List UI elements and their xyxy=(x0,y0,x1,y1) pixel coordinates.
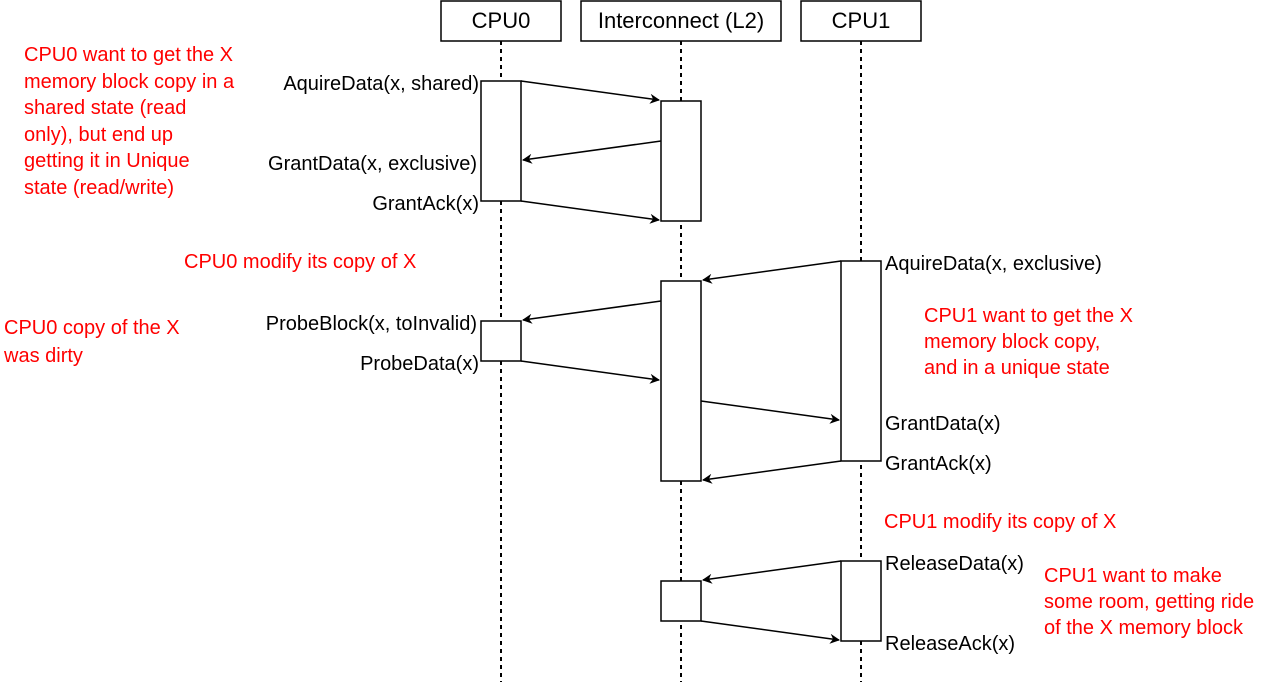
message-label-release-ack: ReleaseAck(x) xyxy=(885,633,1015,655)
note-cpu1-want-unique: CPU1 want to get the X memory block copy… xyxy=(924,305,1139,379)
note-cpu1-modify: CPU1 modify its copy of X xyxy=(884,511,1116,533)
note-line: CPU0 modify its copy of X xyxy=(184,251,416,273)
note-line: and in a unique state xyxy=(924,357,1110,379)
note-line: memory block copy, xyxy=(924,331,1100,353)
note-line: memory block copy in a xyxy=(24,71,235,93)
message-label-grant-ack-2: GrantAck(x) xyxy=(885,453,992,475)
activation-cpu1-1 xyxy=(840,260,882,462)
message-label-grant-data: GrantData(x) xyxy=(885,413,1001,435)
arrow-grant-ack-2 xyxy=(702,460,842,484)
activation-cpu0-1 xyxy=(480,80,522,202)
note-cpu0-want-shared: CPU0 want to get the X memory block copy… xyxy=(24,44,240,199)
activation-l2-3 xyxy=(660,580,702,622)
participant-l2-label: Interconnect (L2) xyxy=(598,8,764,33)
message-label-grant-data-exclusive: GrantData(x, exclusive) xyxy=(268,153,477,175)
note-line: getting it in Unique xyxy=(24,150,190,172)
message-label-probe-data: ProbeData(x) xyxy=(360,353,479,375)
arrow-grant-ack-1 xyxy=(520,200,660,224)
participant-cpu0: CPU0 xyxy=(440,0,562,42)
note-cpu1-release: CPU1 want to make some room, getting rid… xyxy=(1044,565,1260,639)
note-line: CPU1 want to make xyxy=(1044,565,1222,587)
arrow-probe-block xyxy=(522,300,662,324)
message-label-grant-ack-1: GrantAck(x) xyxy=(372,193,479,215)
arrow-release-ack xyxy=(700,620,840,644)
note-line: CPU0 copy of the X xyxy=(4,317,180,339)
activation-l2-2 xyxy=(660,280,702,482)
note-line: CPU1 modify its copy of X xyxy=(884,511,1116,533)
activation-cpu1-2 xyxy=(840,560,882,642)
note-line: only), but end up xyxy=(24,124,173,146)
note-line: shared state (read xyxy=(24,97,186,119)
note-line: CPU1 want to get the X xyxy=(924,305,1133,327)
participant-cpu1-label: CPU1 xyxy=(832,8,891,33)
arrow-release-data xyxy=(702,560,842,584)
note-line: CPU0 want to get the X xyxy=(24,44,233,66)
arrow-probe-data xyxy=(520,360,660,384)
note-line: some room, getting ride xyxy=(1044,591,1254,613)
participant-l2: Interconnect (L2) xyxy=(580,0,782,42)
note-line: state (read/write) xyxy=(24,177,174,199)
arrow-grant-data xyxy=(700,400,840,424)
activation-cpu0-2 xyxy=(480,320,522,362)
message-label-aquire-data-shared: AquireData(x, shared) xyxy=(283,73,479,95)
participant-cpu1: CPU1 xyxy=(800,0,922,42)
note-line: was dirty xyxy=(3,345,83,367)
note-cpu0-modify: CPU0 modify its copy of X xyxy=(184,251,416,273)
note-cpu0-dirty: CPU0 copy of the X was dirty xyxy=(3,317,185,367)
message-label-probe-block: ProbeBlock(x, toInvalid) xyxy=(266,313,477,335)
note-line: of the X memory block xyxy=(1044,617,1244,639)
arrow-aquire-data-shared xyxy=(520,80,660,104)
message-label-aquire-data-exclusive: AquireData(x, exclusive) xyxy=(885,253,1102,275)
arrow-aquire-data-exclusive xyxy=(702,260,842,284)
message-label-release-data: ReleaseData(x) xyxy=(885,553,1024,575)
activation-l2-1 xyxy=(660,100,702,222)
arrow-grant-data-exclusive xyxy=(522,140,662,164)
participant-cpu0-label: CPU0 xyxy=(472,8,531,33)
